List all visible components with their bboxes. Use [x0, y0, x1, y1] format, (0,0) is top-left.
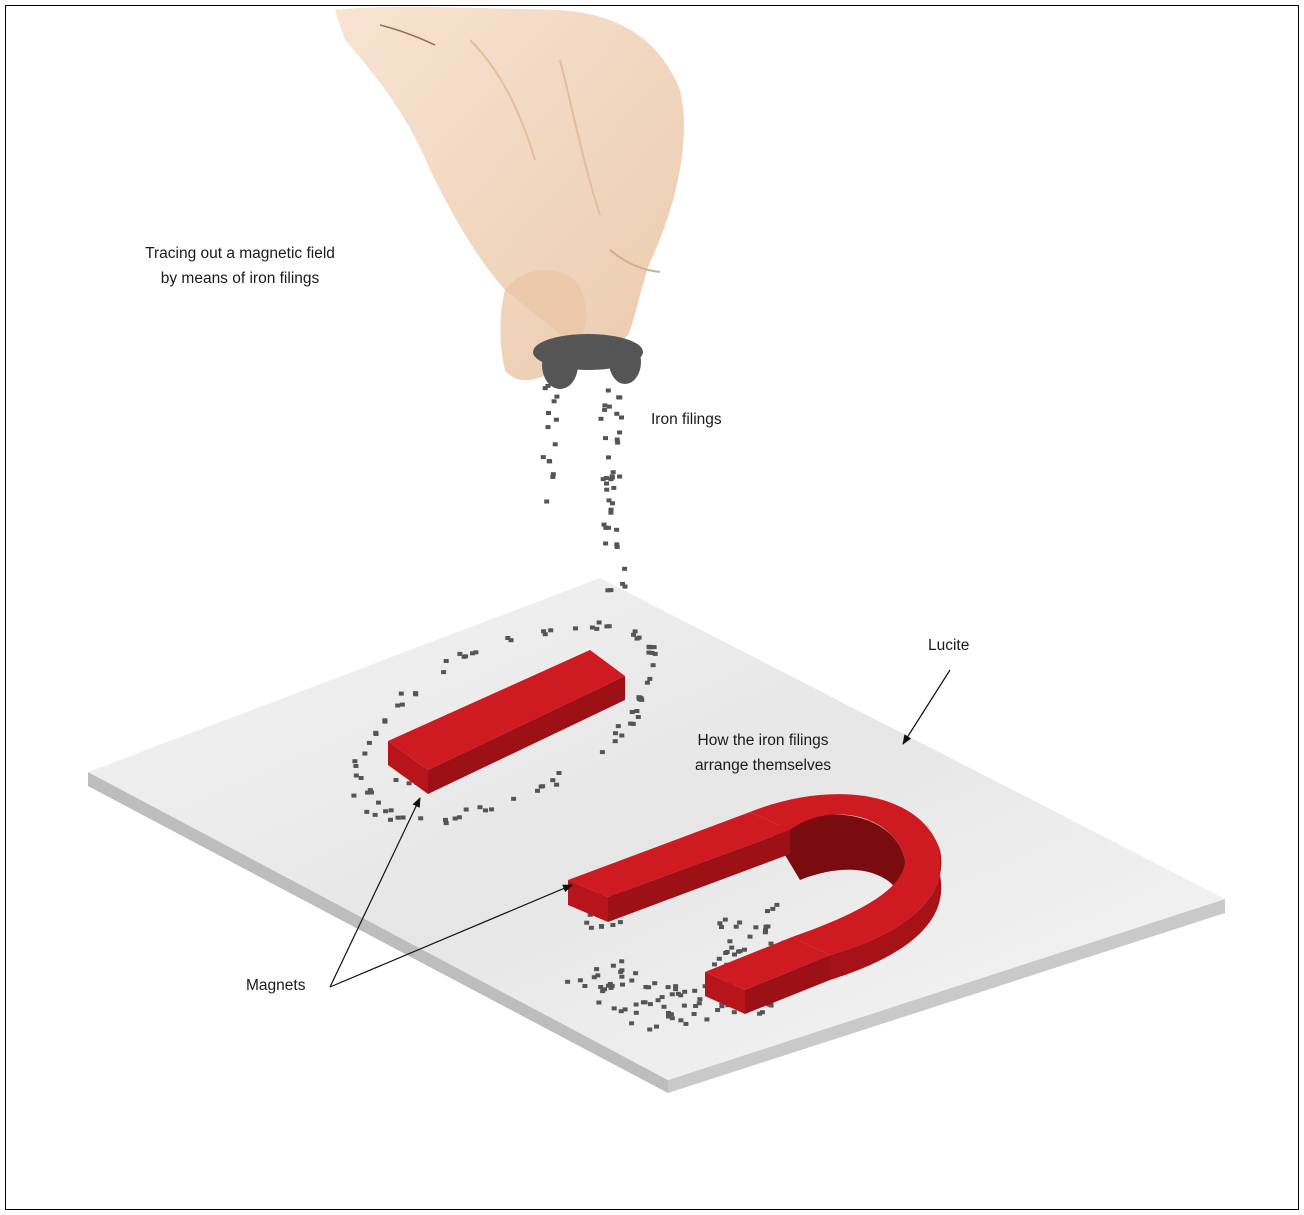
magnets-label: Magnets: [246, 977, 306, 994]
arrangement-label-line-2: arrange themselves: [695, 757, 831, 774]
caption-line-2: by means of iron filings: [161, 270, 320, 287]
lucite-label: Lucite: [928, 637, 969, 654]
iron-filings-label: Iron filings: [651, 411, 722, 428]
lucite-leader-arrow: [903, 670, 950, 744]
hand-illustration: [335, 7, 684, 380]
filings-pinch: [533, 334, 643, 389]
arrangement-label-line-1: How the iron filings: [698, 732, 829, 749]
caption-line-1: Tracing out a magnetic field: [145, 245, 335, 262]
